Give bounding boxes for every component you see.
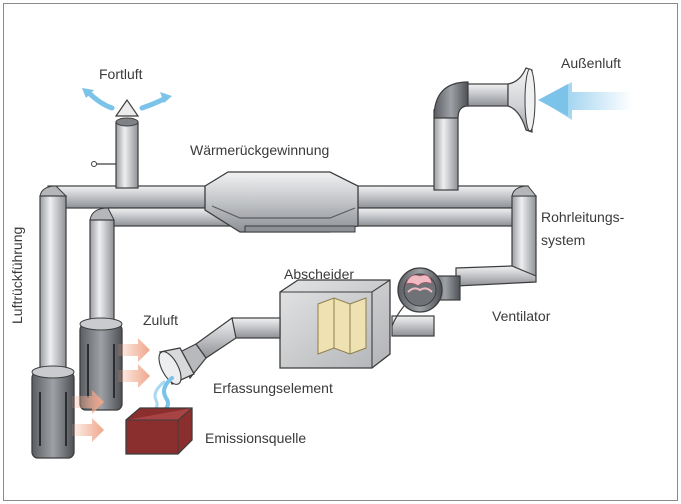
aussenluft-intake-icon: [433, 67, 536, 191]
label-emissionsquelle: Emissionsquelle: [205, 430, 307, 446]
return-air-columns-icon: [31, 185, 123, 459]
rohrleitungssystem-pipe: [455, 185, 538, 287]
label-waermerueckgewinnung: Wärmerückgewinnung: [190, 142, 330, 158]
label-erfassungselement: Erfassungselement: [213, 380, 333, 396]
label-luftrueckfuehrung: Luftrückführung: [9, 226, 25, 324]
separator-filter-box-icon: [279, 279, 391, 369]
label-ventilator: Ventilator: [492, 308, 551, 324]
aussenluft-air-arrows: [538, 82, 632, 120]
heat-exchanger-icon: [204, 171, 359, 233]
label-system: system: [541, 232, 586, 248]
capture-hood-icon: [158, 347, 195, 385]
capture-pipe: [179, 316, 281, 380]
zuluft-air-arrows: [72, 338, 150, 442]
label-abscheider: Abscheider: [284, 266, 355, 282]
fortluft-stack-icon: [91, 98, 140, 189]
label-rohrleitungs: Rohrleitungs-: [541, 209, 625, 225]
fan-ventilator-icon: [391, 267, 461, 337]
fortluft-air-arrows: [82, 88, 172, 111]
label-aussenluft: Außenluft: [561, 55, 621, 71]
label-zuluft: Zuluft: [143, 312, 179, 328]
emission-source-box-icon: [125, 407, 193, 455]
label-fortluft: Fortluft: [99, 66, 143, 82]
